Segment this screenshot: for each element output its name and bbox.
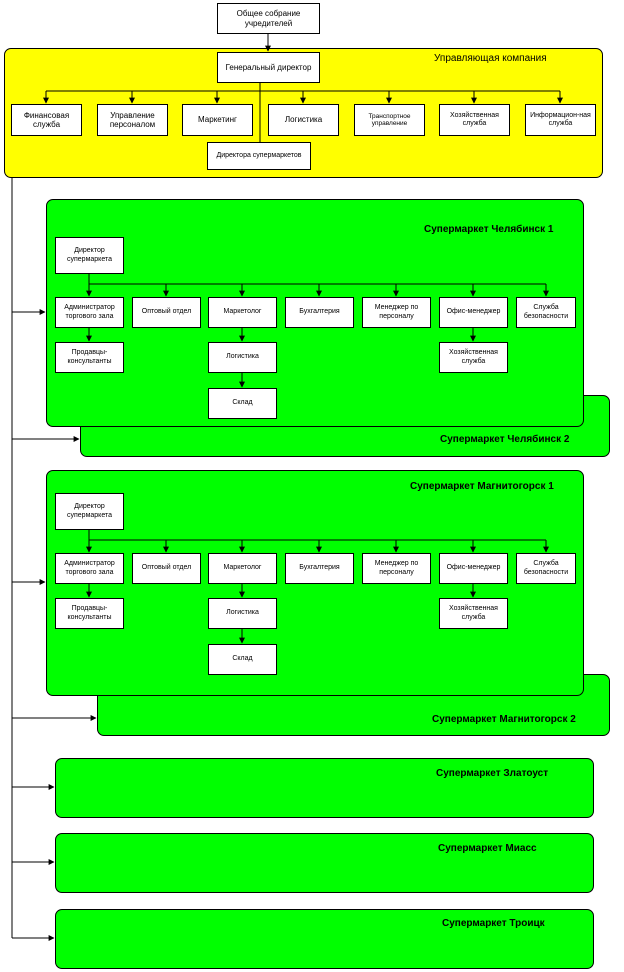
chel1-admin-box: Администратор торгового зала [55, 297, 124, 328]
chel1-wholesale-box: Оптовый отдел [132, 297, 201, 328]
general-director-box: Генеральный директор [217, 52, 320, 83]
store-miass-title: Супермаркет Миасс [438, 843, 537, 854]
chel1-logistics-box: Логистика [208, 342, 277, 373]
economic-service-box: Хозяйственная служба [439, 104, 510, 136]
chel1-security-box: Служба безопасности [516, 297, 576, 328]
store-directors-box: Директора супермаркетов [207, 142, 311, 170]
store-troitsk-title: Супермаркет Троицк [442, 918, 545, 929]
mag1-wholesale-box: Оптовый отдел [132, 553, 201, 584]
mag1-hr-box: Менеджер по персоналу [362, 553, 431, 584]
mag1-office-box: Офис-менеджер [439, 553, 508, 584]
finance-service-box: Финансовая служба [11, 104, 82, 136]
chel1-sellers-box: Продавцы-консультанты [55, 342, 124, 373]
mag1-warehouse-box: Склад [208, 644, 277, 675]
mag1-eco-box: Хозяйственная служба [439, 598, 508, 629]
chel1-director-box: Директор супермаркета [55, 237, 124, 274]
chel1-marketer-box: Маркетолог [208, 297, 277, 328]
mag1-admin-box: Администратор торгового зала [55, 553, 124, 584]
mag1-logistics-box: Логистика [208, 598, 277, 629]
store-magnitogorsk-2-title: Супермаркет Магнитогорск 2 [432, 714, 576, 725]
founders-box: Общее собрание учредителей [217, 3, 320, 34]
chel1-hr-box: Менеджер по персоналу [362, 297, 431, 328]
mag1-marketer-box: Маркетолог [208, 553, 277, 584]
store-chelyabinsk-2-title: Супермаркет Челябинск 2 [440, 434, 570, 445]
mag1-accounting-box: Бухгалтерия [285, 553, 354, 584]
mag1-sellers-box: Продавцы-консультанты [55, 598, 124, 629]
transport-box: Транспортное управление [354, 104, 425, 136]
mag1-director-box: Директор супермаркета [55, 493, 124, 530]
store-miass [55, 833, 594, 893]
management-title: Управляющая компания [434, 53, 547, 64]
chel1-eco-box: Хозяйственная служба [439, 342, 508, 373]
chel1-office-box: Офис-менеджер [439, 297, 508, 328]
marketing-box: Маркетинг [182, 104, 253, 136]
chel1-accounting-box: Бухгалтерия [285, 297, 354, 328]
store-troitsk [55, 909, 594, 969]
hr-management-box: Управление персоналом [97, 104, 168, 136]
chel1-warehouse-box: Склад [208, 388, 277, 419]
store-zlatoust [55, 758, 594, 818]
store-zlatoust-title: Супермаркет Златоуст [436, 768, 549, 779]
store-chelyabinsk-1-title: Супермаркет Челябинск 1 [424, 224, 554, 235]
mag1-security-box: Служба безопасности [516, 553, 576, 584]
store-magnitogorsk-1-title: Супермаркет Магнитогорск 1 [410, 481, 554, 492]
info-service-box: Информацион-ная служба [525, 104, 596, 136]
logistics-box: Логистика [268, 104, 339, 136]
